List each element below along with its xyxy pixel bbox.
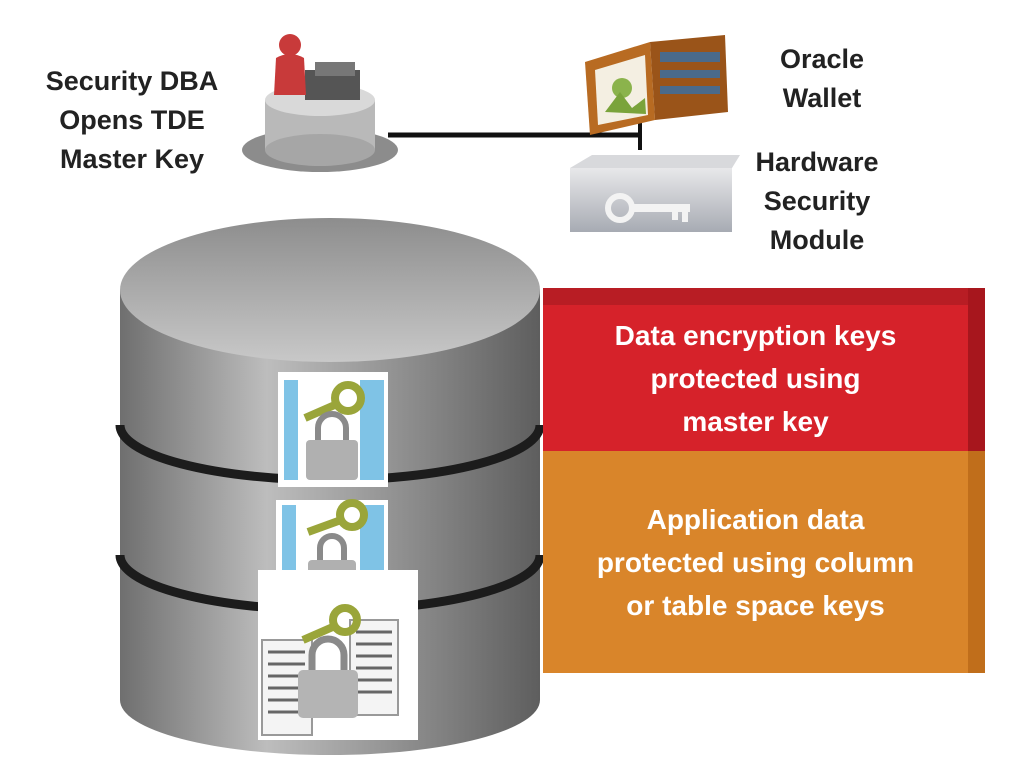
hsm-label-line: Security xyxy=(763,186,871,216)
data-panel-line: Application data xyxy=(646,503,865,535)
keys-panel-line: Data encryption keys xyxy=(614,319,897,351)
connector-line xyxy=(388,122,642,150)
encrypted-tablespace-card-1 xyxy=(278,372,388,487)
key-icon xyxy=(301,604,361,644)
key-icon xyxy=(306,499,368,536)
wallet-label-line: Wallet xyxy=(782,83,862,113)
hsm-label-line: Hardware xyxy=(755,147,879,177)
dba-label: Security DBA Opens TDE Master Key xyxy=(22,62,242,179)
keys-panel: Data encryption keys protected using mas… xyxy=(543,305,968,451)
red-panel-top-edge xyxy=(543,288,985,306)
dba-workstation-icon xyxy=(242,34,398,172)
orange-panel-side-edge xyxy=(968,451,985,673)
wallet-label-line: Oracle xyxy=(779,44,865,74)
dba-label-line: Security DBA xyxy=(45,66,219,96)
hsm-label: Hardware Security Module xyxy=(742,143,892,260)
keys-panel-line: master key xyxy=(682,405,829,437)
padlock-icon xyxy=(306,411,358,480)
data-panel-line: protected using column xyxy=(596,546,915,578)
key-icon xyxy=(303,381,365,422)
data-panel-line: or table space keys xyxy=(626,589,885,621)
padlock-icon xyxy=(298,635,358,718)
data-panel: Application data protected using column … xyxy=(543,451,968,673)
encrypted-document-card xyxy=(258,570,418,740)
red-panel-side-edge xyxy=(968,288,985,451)
hsm-label-line: Module xyxy=(769,225,865,255)
keys-panel-line: protected using xyxy=(650,362,861,394)
dba-label-line: Opens TDE xyxy=(59,105,205,135)
wallet-icon xyxy=(585,35,728,135)
hsm-icon xyxy=(570,155,740,232)
wallet-label: Oracle Wallet xyxy=(752,40,892,118)
dba-label-line: Master Key xyxy=(59,144,205,174)
